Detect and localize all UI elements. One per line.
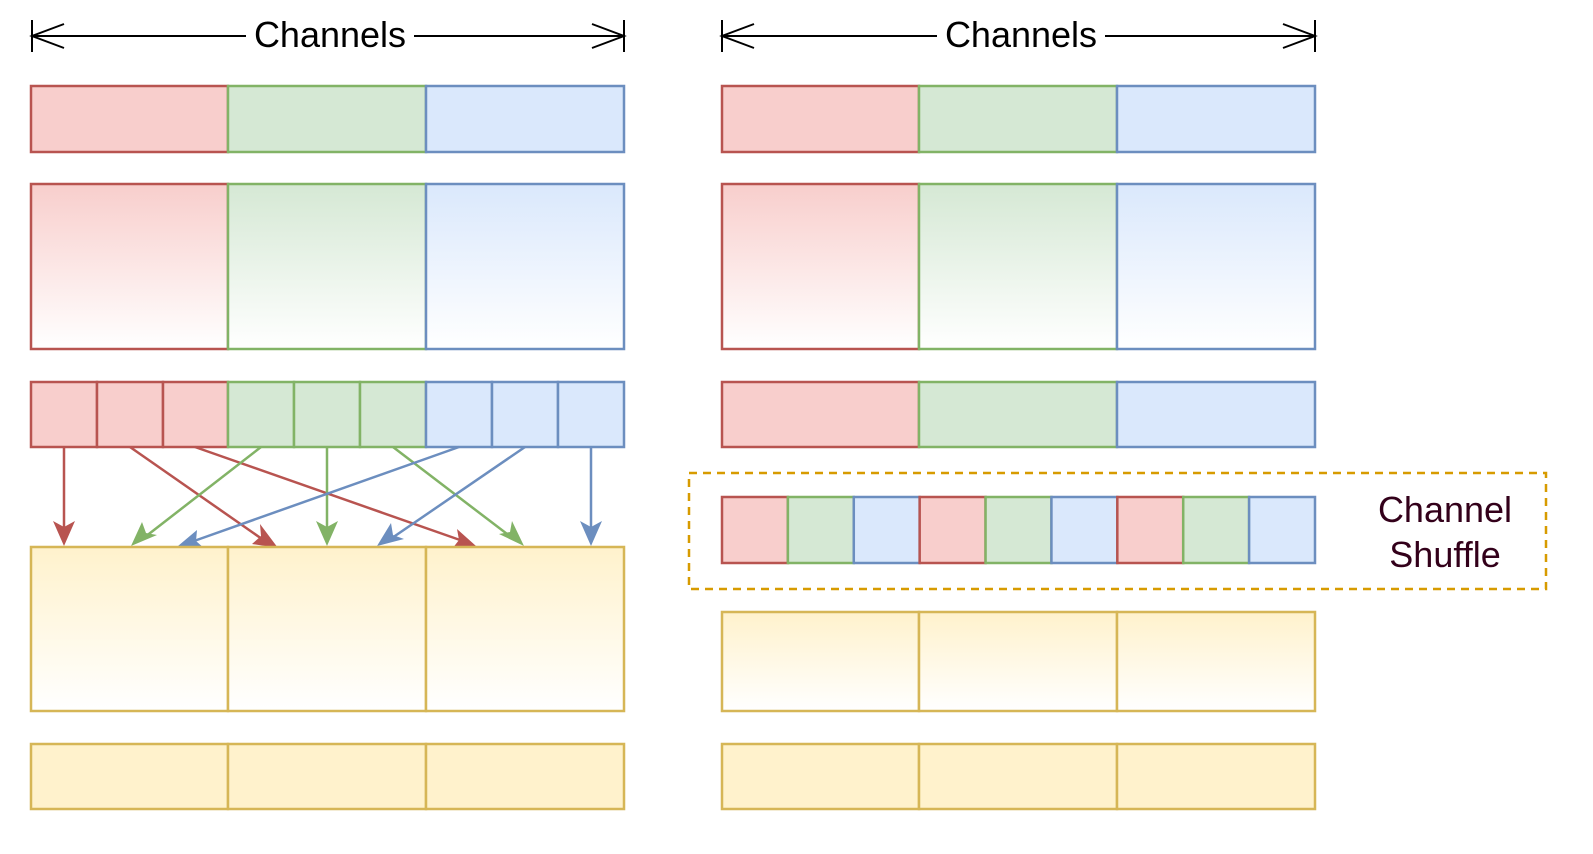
right-row-2 (720, 182, 1317, 351)
left-row2-green-block (226, 182, 428, 351)
left-row-3-split (29, 380, 626, 449)
green-arrow-1 (144, 446, 262, 538)
red-arrowhead-1 (53, 521, 75, 546)
left-row-4-output (29, 545, 626, 713)
right-row6-yellow-block (1115, 742, 1317, 811)
left-row4-yellow-block (226, 545, 428, 713)
left-row2-red-block (29, 182, 230, 351)
left-channels-label-bg (246, 14, 414, 58)
green-arrowhead-1 (131, 522, 157, 546)
right-row1-green-block (917, 84, 1119, 154)
left-row-2 (29, 182, 626, 351)
right-row3-green-block (917, 380, 1119, 449)
shuffled-red-cell (720, 495, 790, 565)
right-row-3 (720, 380, 1317, 449)
green-arrow-3 (392, 446, 512, 538)
left-row-5 (29, 742, 626, 811)
red-arrowhead-2 (252, 524, 278, 548)
left-channels-dimension: Channels (29, 14, 627, 58)
left-row1-blue-block (424, 84, 626, 154)
right-row3-blue-block (1115, 380, 1317, 449)
left-row5-yellow-block (29, 742, 230, 811)
left-row3-red-cell (161, 380, 230, 449)
left-row3-blue-cell (556, 380, 626, 449)
shuffled-blue-cell (1050, 495, 1119, 565)
right-channels-label-bg (937, 14, 1105, 58)
blue-arrow-2 (391, 445, 526, 540)
left-dimension-arrowhead-start (29, 23, 65, 49)
left-row3-green-cell (358, 380, 428, 449)
shuffled-green-cell (984, 495, 1053, 565)
right-row1-red-block (720, 84, 921, 154)
channel-shuffle-label-line2: Shuffle (1389, 534, 1500, 575)
right-dimension-arrowhead-start (719, 23, 755, 49)
left-row2-blue-block (424, 182, 626, 351)
blue-arrowhead-3 (580, 521, 602, 546)
red-arrowhead-3 (452, 529, 476, 549)
shuffled-red-cell (1116, 495, 1185, 565)
green-arrowhead-2 (316, 521, 338, 546)
left-row4-yellow-block (424, 545, 626, 713)
shuffled-channel-row (720, 495, 1317, 565)
right-dimension-arrowhead-end (1282, 23, 1318, 49)
left-row5-yellow-block (424, 742, 626, 811)
right-row2-green-block (917, 182, 1119, 351)
right-row2-blue-block (1115, 182, 1317, 351)
right-row5-yellow-block (1115, 610, 1317, 713)
blue-arrowhead-2 (377, 523, 404, 546)
green-arrowhead-3 (499, 521, 524, 546)
right-row5-yellow-block (917, 610, 1119, 713)
left-row3-red-cell (29, 380, 99, 449)
right-channels-label: Channels (945, 14, 1097, 55)
left-channels-label: Channels (254, 14, 406, 55)
left-row3-red-cell (95, 380, 165, 449)
left-dimension-arrowhead-end (591, 23, 627, 49)
right-row2-red-block (720, 182, 921, 351)
left-row3-green-cell (292, 380, 362, 449)
left-row3-blue-cell (490, 380, 560, 449)
left-row-1 (29, 84, 626, 154)
right-row1-blue-block (1115, 84, 1317, 154)
blue-arrowhead-1 (178, 530, 205, 549)
right-row-5-output (720, 610, 1317, 713)
left-row4-yellow-block (29, 545, 230, 713)
shuffled-green-cell (786, 495, 856, 565)
left-row3-green-cell (226, 380, 296, 449)
blue-arrow-1 (193, 445, 460, 543)
right-row-1 (720, 84, 1317, 154)
right-row6-yellow-block (917, 742, 1119, 811)
left-row1-green-block (226, 84, 428, 154)
right-row-6 (720, 742, 1317, 811)
right-row5-yellow-block (720, 610, 921, 713)
channel-shuffle-dashed-box (687, 471, 1548, 591)
shuffled-green-cell (1181, 495, 1251, 565)
left-row1-red-block (29, 84, 230, 154)
shuffled-blue-cell (1247, 495, 1317, 565)
shuffled-blue-cell (852, 495, 921, 565)
left-row5-yellow-block (226, 742, 428, 811)
right-channels-dimension: Channels (719, 14, 1318, 58)
channel-shuffle-group: Channel Shuffle (687, 471, 1548, 591)
left-connection-arrows (53, 445, 602, 549)
right-row6-yellow-block (720, 742, 921, 811)
right-row3-red-block (720, 380, 921, 449)
channel-shuffle-label-line1: Channel (1378, 489, 1512, 530)
shuffled-red-cell (918, 495, 987, 565)
left-row3-blue-cell (424, 380, 494, 449)
